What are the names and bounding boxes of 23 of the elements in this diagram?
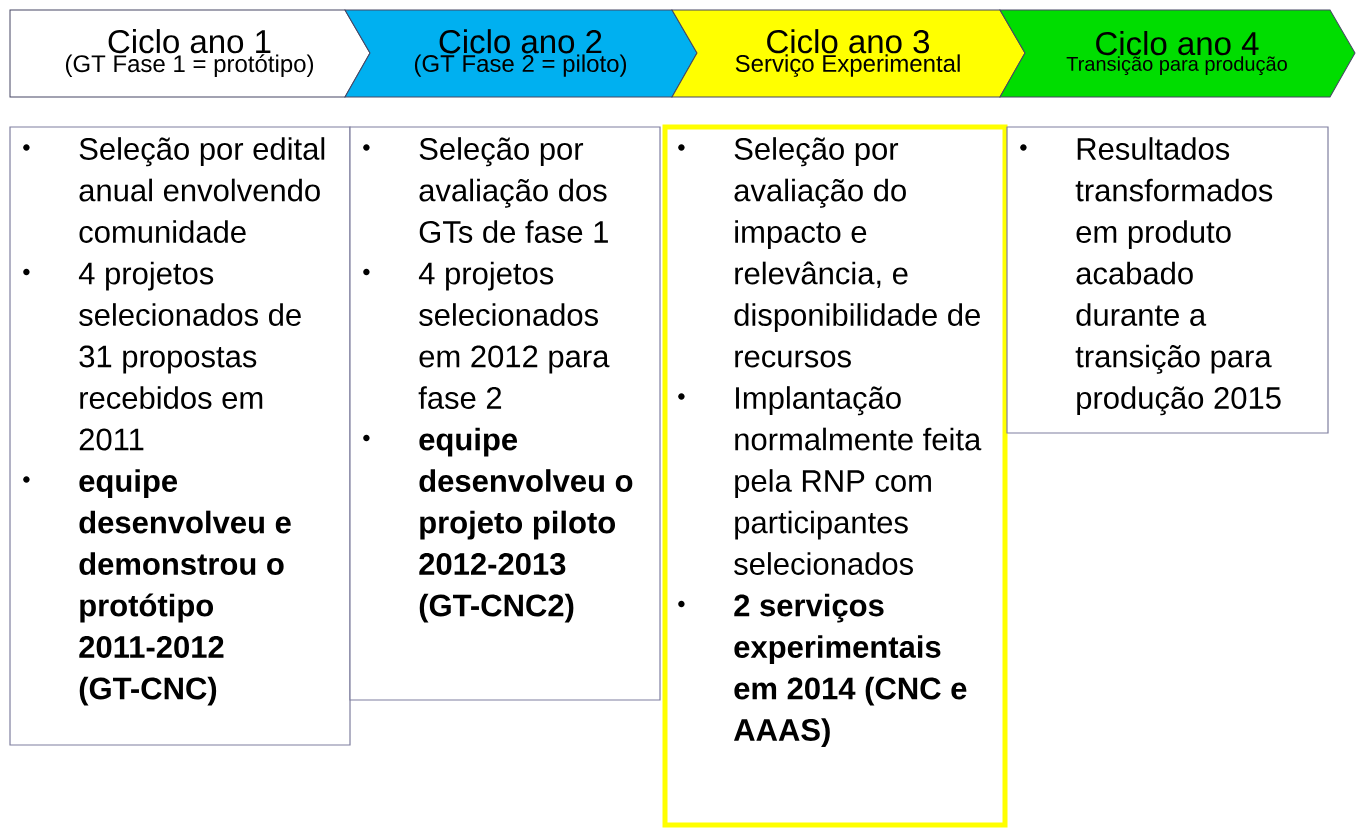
bullet-item: Seleção por avaliação dos GTs de fase 1 — [363, 137, 608, 243]
phase-banner — [671, 9, 1026, 98]
bullet-item: equipe desenvolveu e demonstrou o protótipo 2011-2012 (GT-CNC) — [23, 469, 291, 706]
subtitle-text: Transição para produção — [1066, 56, 1287, 75]
text-box — [1006, 126, 1329, 434]
bullet-item: 2 serviços experimentais em 2014 (CNC e AAAS) — [678, 593, 967, 748]
text-box — [349, 126, 661, 701]
heading-text: Ciclo ano 3 — [767, 29, 930, 54]
bullet-item: Implantação normalmente feita pela RNP com participantes selecionados — [678, 386, 982, 575]
bullet-item: Seleção por edital anual envolvendo comunidade — [23, 137, 325, 243]
heading-text: Ciclo ano 2 — [439, 29, 602, 54]
bullet-item: Seleção por avaliação do impacto e relevância, e disponibilidade de recursos — [678, 137, 980, 368]
bullet-item: Resultados transformados em produto acabado durante a transição para produção 2015 — [1020, 137, 1281, 416]
heading-text: Ciclo ano 4 — [1096, 31, 1259, 56]
phase-banner — [999, 9, 1356, 98]
subtitle-text: (GT Fase 2 = piloto) — [414, 54, 627, 77]
subtitle-text: Serviço Experimental — [735, 54, 960, 77]
heading-text: Ciclo ano 1 — [108, 29, 271, 54]
bullet-item: equipe desenvolveu o projeto piloto 2012-2013 (GT-CNC2) — [363, 427, 633, 623]
subtitle-text: (GT Fase 1 = protótipo) — [65, 54, 314, 77]
phase-banner — [9, 9, 371, 98]
text-box — [9, 126, 351, 746]
phase-banner — [344, 9, 698, 98]
